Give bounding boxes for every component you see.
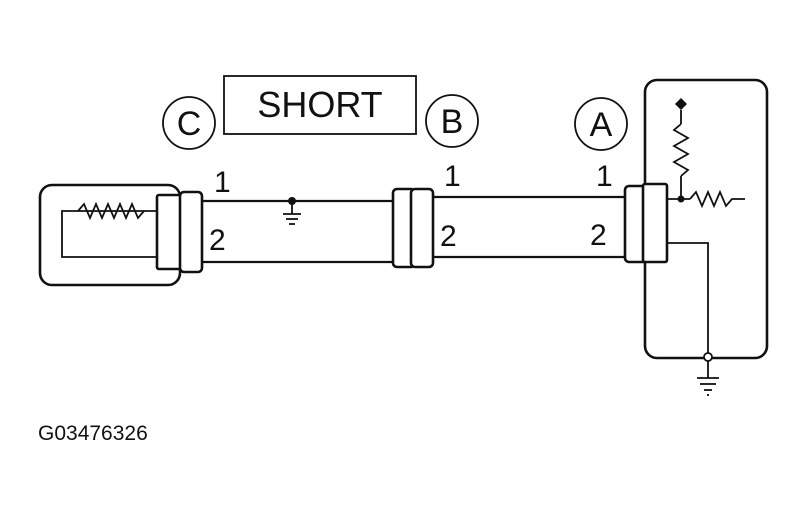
- connector-a-pin1-label: 1: [596, 160, 613, 193]
- connector-c-mate: [178, 190, 204, 274]
- connector-a-tag: A: [574, 97, 628, 151]
- figure-code: G03476326: [38, 422, 148, 445]
- connector-c-pin2-label: 2: [209, 224, 226, 257]
- connector-a-pin2-label: 2: [590, 219, 607, 252]
- short-banner-frame: [223, 75, 417, 135]
- connector-b-right-half: [409, 187, 435, 269]
- connector-b-pin2-label: 2: [440, 220, 457, 253]
- short-banner-label: SHORT: [257, 84, 382, 125]
- body-ground-icon: [697, 377, 719, 396]
- left-resistor-icon: [77, 201, 145, 221]
- connector-c-tag: C: [162, 96, 216, 150]
- pullup-resistor-icon: [672, 123, 690, 177]
- connector-b-letter: B: [441, 103, 464, 141]
- connector-c-letter: C: [177, 105, 202, 143]
- connector-b-pin1-label: 1: [444, 160, 461, 193]
- short-to-ground-icon: [283, 197, 301, 225]
- connector-a-letter: A: [590, 106, 613, 144]
- connector-c-body: [155, 193, 183, 271]
- ground-node: [703, 352, 713, 362]
- connector-b-tag: B: [425, 94, 479, 148]
- ground-internal-wire: [667, 242, 709, 357]
- supply-terminal-icon: [675, 98, 687, 110]
- connector-c-pin1-label: 1: [214, 166, 231, 199]
- left-component-inner-wire: [61, 210, 160, 258]
- connector-a-mate: [641, 182, 669, 264]
- signal-resistor-icon: [689, 189, 745, 209]
